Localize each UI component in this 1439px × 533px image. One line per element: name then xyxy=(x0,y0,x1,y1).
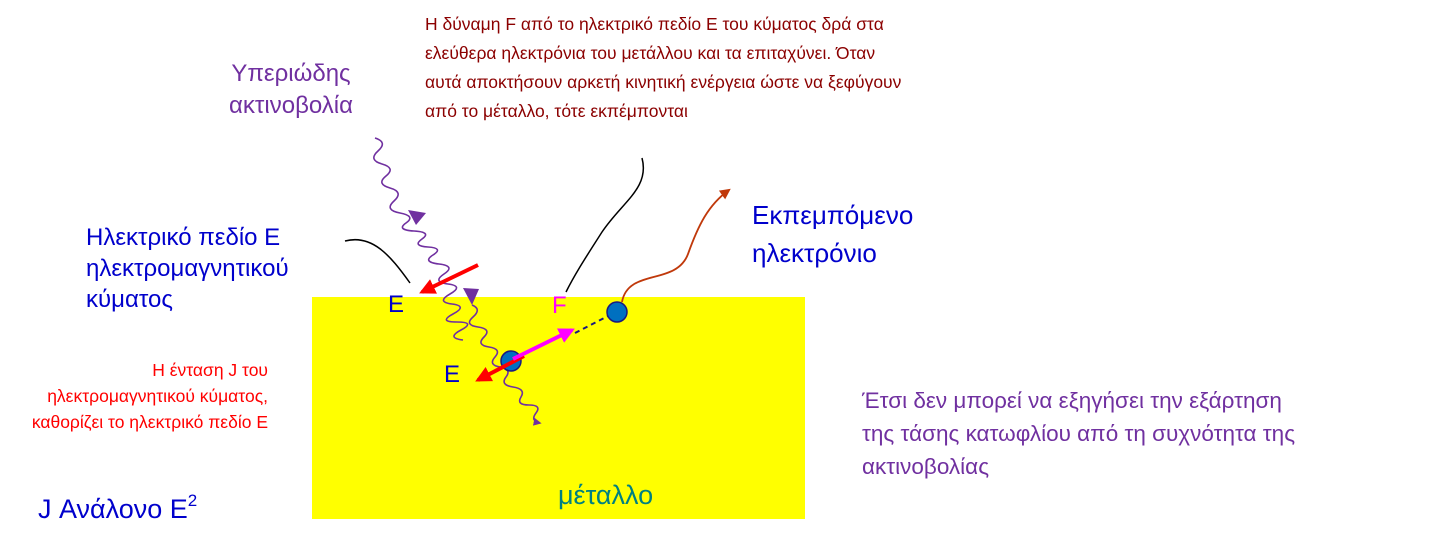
intensity-note: Η ένταση J του ηλεκτρομαγνητικού κύματος… xyxy=(20,357,268,435)
emitted-label-line2: ηλεκτρόνιο xyxy=(752,234,913,272)
metal-label: μέταλλο xyxy=(558,478,653,512)
efield-label-line3: κύματος xyxy=(86,284,289,315)
conclusion-line3: ακτινοβολίας xyxy=(862,450,1295,483)
electron-surface xyxy=(607,302,627,322)
electric-field-label: Ηλεκτρικό πεδίο Ε ηλεκτρομαγνητικού κύμα… xyxy=(86,222,289,315)
f-vector-label: F xyxy=(552,292,567,320)
force-explanation-note: Η δύναμη F από το ηλεκτρικό πεδίο Ε του … xyxy=(425,10,901,126)
conclusion-line2: της τάσης κατωφλίου από τη συχνότητα της xyxy=(862,417,1295,450)
e-vector-label-top: E xyxy=(388,291,404,319)
emitted-electron-label: Εκπεμπόμενο ηλεκτρόνιο xyxy=(752,196,913,272)
force-pointer-line xyxy=(566,158,643,292)
efield-arrow-surface xyxy=(422,265,478,292)
force-note-line3: αυτά αποκτήσουν αρκετή κινητική ενέργεια… xyxy=(425,68,901,97)
force-note-line4: από το μέταλλο, τότε εκπέμπονται xyxy=(425,97,901,126)
force-note-line2: ελεύθερα ηλεκτρόνια του μετάλλου και τα … xyxy=(425,39,901,68)
uv-label-line2: ακτινοβολία xyxy=(206,90,376,122)
uv-radiation-label: Υπεριώδης ακτινοβολία xyxy=(206,58,376,122)
efield-label-line1: Ηλεκτρικό πεδίο Ε xyxy=(86,222,289,253)
emitted-label-line1: Εκπεμπόμενο xyxy=(752,196,913,234)
efield-pointer-line xyxy=(345,240,410,283)
e-vector-label-low: E xyxy=(444,361,460,389)
uv-arrowhead-1 xyxy=(408,210,426,225)
emission-path xyxy=(622,190,729,302)
proportionality-formula: J Ανάλονο E2 xyxy=(38,492,197,526)
force-note-line1: Η δύναμη F από το ηλεκτρικό πεδίο Ε του … xyxy=(425,10,901,39)
conclusion-note: Έτσι δεν μπορεί να εξηγήσει την εξάρτηση… xyxy=(862,384,1295,483)
efield-label-line2: ηλεκτρομαγνητικού xyxy=(86,253,289,284)
conclusion-line1: Έτσι δεν μπορεί να εξηγήσει την εξάρτηση xyxy=(862,384,1295,417)
proportional-base: J Ανάλονο E xyxy=(38,494,188,524)
proportional-exponent: 2 xyxy=(188,491,197,510)
uv-label-line1: Υπεριώδης xyxy=(206,58,376,90)
